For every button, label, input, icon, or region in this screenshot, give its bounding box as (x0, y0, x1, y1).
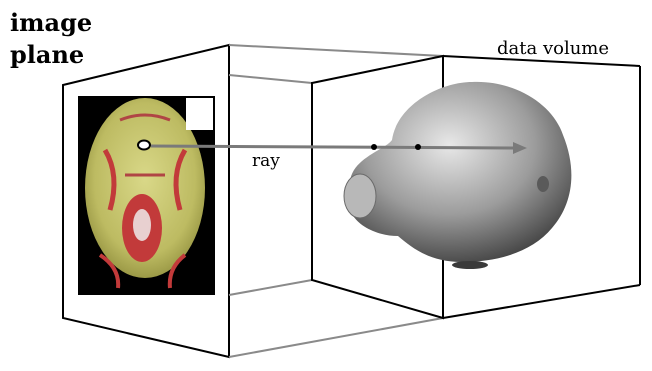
image-plane-label-line2: plane (10, 42, 84, 68)
ray-label: ray (252, 151, 280, 171)
image-plane-label-line1: image (10, 10, 92, 36)
data-volume-label: data volume (497, 38, 609, 59)
data-volume-object (344, 82, 571, 269)
rendered-skull-image (78, 96, 215, 295)
